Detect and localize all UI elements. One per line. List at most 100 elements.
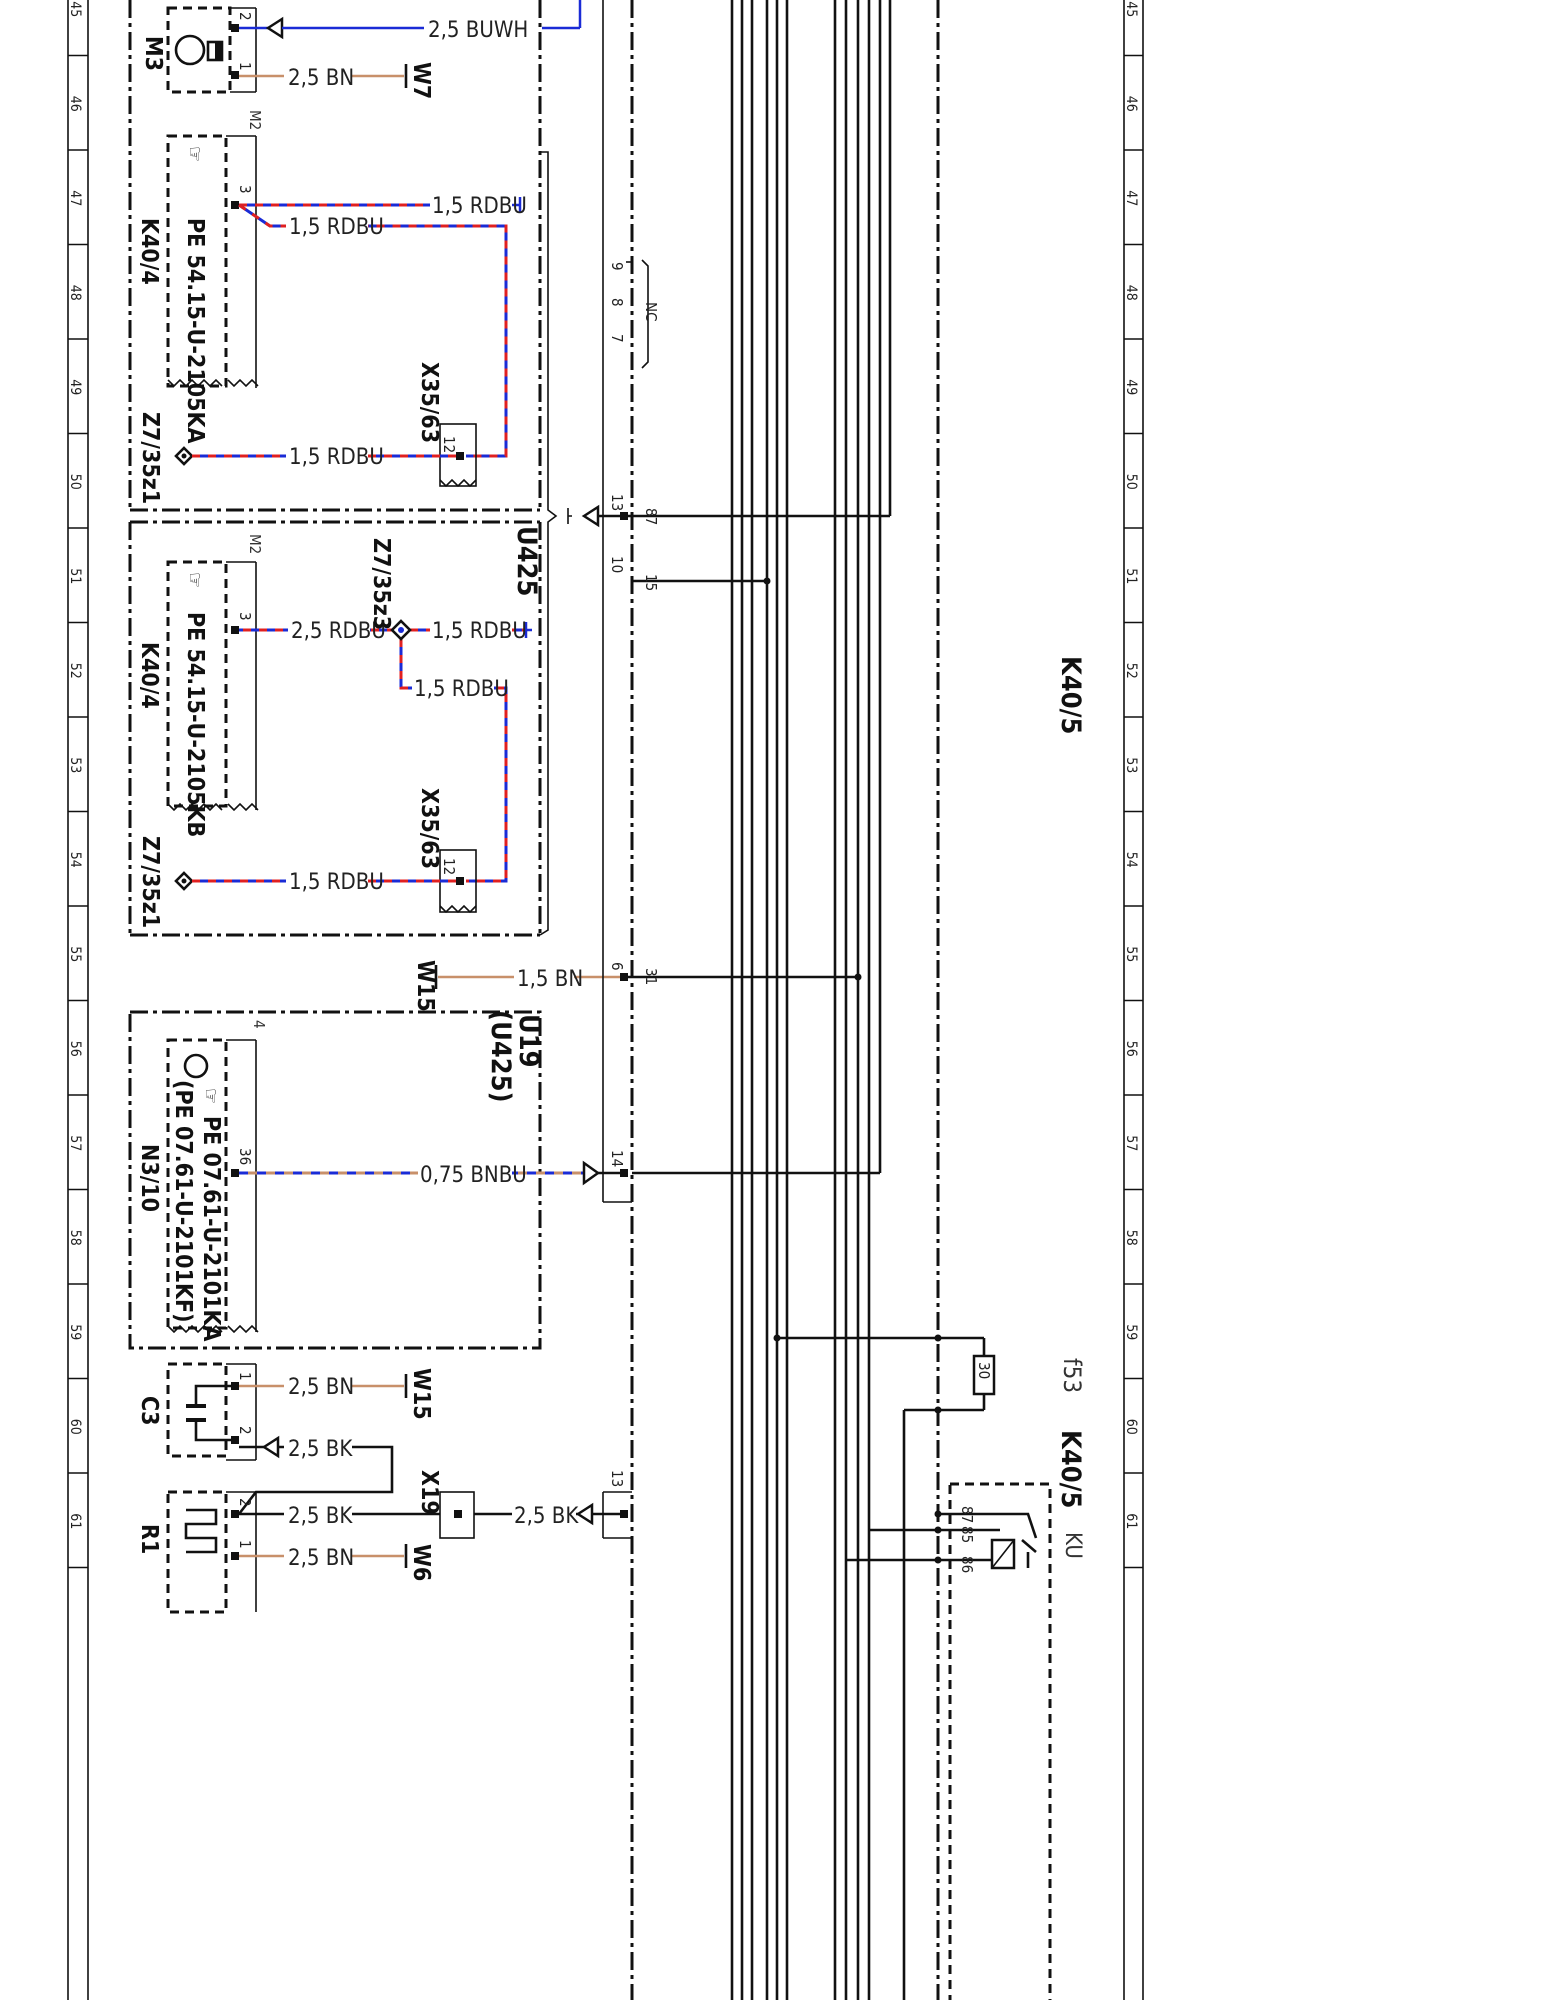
fuse-value: 30 (975, 1362, 993, 1379)
grid-row-number: 46 (67, 96, 83, 112)
wire-label-bn-c3: 2,5 BN (288, 1375, 354, 1400)
grid-row-number: 52 (67, 663, 83, 679)
pin-10: 10 (608, 556, 626, 573)
wire-label-rdbu-b: 1,5 RDBU (289, 215, 384, 240)
c3-capacitor (166, 1362, 257, 1461)
fuse-f53 (773, 1334, 996, 2000)
z7-35z3-label: Z7/35z3 (368, 538, 394, 630)
c3-label: C3 (136, 1396, 162, 1426)
grid-row-number: 55 (1123, 946, 1139, 962)
k40-4-top-label: K40/4 (136, 218, 162, 285)
grid-row-number: 50 (1123, 474, 1139, 490)
wire-label-rdbu-a: 1,5 RDBU (432, 194, 527, 219)
n3-10-pin-36: 36 (236, 1148, 254, 1165)
bus-lines (730, 0, 892, 2000)
f53-label: f53 (1058, 1358, 1086, 1393)
k40-5-bottom-label: K40/5 (1055, 1430, 1086, 1508)
k40-5-label: K40/5 (1055, 656, 1086, 734)
pin-9: 9 (608, 262, 626, 271)
grid-row-number: 51 (1123, 568, 1139, 584)
relay-pin-87: 87 (958, 1506, 976, 1523)
z7-35z1-top-label: Z7/35z1 (137, 412, 163, 504)
relay-pin-85: 85 (958, 1526, 976, 1543)
pin-6: 6 (608, 962, 626, 971)
wire-label-bn-w7: 2,5 BN (288, 66, 354, 91)
c3-pin-1: 1 (236, 1372, 254, 1381)
wire-bk-r1 (239, 1502, 440, 1526)
relay-pin-86: 86 (958, 1556, 976, 1573)
pointing-hand-icon: ☞ (183, 146, 207, 162)
m3-pin-2: 2 (236, 12, 254, 21)
wire-bn-w15 (434, 965, 622, 989)
x35-63-top-label: X35/63 (416, 362, 442, 443)
w7-label: W7 (408, 62, 434, 99)
grid-row-number: 59 (1123, 1324, 1139, 1340)
nc-label: NC (642, 302, 660, 322)
grid-ticks (68, 54, 1143, 1569)
wire-label-rdbu-c: 1,5 RDBU (289, 445, 384, 470)
wire-label-bk-r1: 2,5 BK (288, 1504, 353, 1529)
m3-pin-1: 1 (236, 62, 254, 71)
link-13-87 (567, 504, 890, 528)
z7-35z1-bottom-label: Z7/35z1 (137, 836, 163, 928)
wire-bn-c3 (239, 1374, 408, 1398)
k40-4-bottom-m2: M2 (246, 534, 264, 554)
n3-10-module (166, 1038, 259, 1334)
grid-row-number: 58 (67, 1230, 83, 1246)
connector-column (602, 0, 649, 2000)
r1-pin-1: 1 (236, 1540, 254, 1549)
pin-15: 15 (642, 574, 660, 591)
grid-row-number: 47 (1123, 190, 1139, 206)
m3-label: M3 (140, 36, 166, 71)
wire-label-rdbu-f: 1,5 RDBU (289, 870, 384, 895)
n3-10-pin-4: 4 (250, 1020, 268, 1029)
grid-row-number: 60 (67, 1419, 83, 1435)
grid-row-number: 54 (67, 852, 83, 868)
r1-pin-2: 2 (236, 1498, 254, 1507)
wire-label-bk-c3: 2,5 BK (288, 1437, 353, 1462)
wire-bk-x19 (474, 1502, 622, 1526)
u425-box-bottom (128, 520, 542, 937)
x19-connector (439, 1491, 475, 1539)
wire-label-bnbu: 0,75 BNBU (420, 1163, 527, 1188)
wire-bn-w7 (239, 64, 408, 88)
grid-row-number: 60 (1123, 1419, 1139, 1435)
link-13-bottom (602, 1491, 632, 1539)
grid-row-number: 48 (1123, 285, 1139, 301)
w15-bottom-label: W15 (408, 1368, 434, 1420)
u19-box (128, 1010, 542, 1350)
grid-row-number: 53 (67, 757, 83, 773)
grid-row-number: 51 (67, 568, 83, 584)
grid-row-number: 52 (1123, 663, 1139, 679)
pointing-hand-icon: ☞ (183, 572, 207, 588)
wire-rdbu-top (238, 193, 522, 458)
wire-buwh (239, 0, 582, 40)
grid-row-number: 54 (1123, 852, 1139, 868)
pin-7: 7 (608, 334, 626, 343)
c3-pin-2: 2 (236, 1426, 254, 1435)
wire-label-bn-r1: 2,5 BN (288, 1546, 354, 1571)
grid-row-number: 57 (67, 1135, 83, 1151)
m3-motor (166, 6, 257, 94)
pin-8: 8 (608, 298, 626, 307)
grid-row-number: 49 (1123, 379, 1139, 395)
grid-row-number: 61 (1123, 1513, 1139, 1529)
u19-paren-label: (U425) (485, 1010, 516, 1103)
grid-row-number: 58 (1123, 1230, 1139, 1246)
r1-resistor (166, 1490, 257, 1614)
k40-4-top-relay (166, 134, 259, 388)
u425-box-top (128, 0, 542, 512)
wire-bn-w6 (239, 1544, 408, 1568)
wire-label-bn-15: 1,5 BN (517, 967, 583, 992)
pin-13-bottom: 13 (608, 1470, 626, 1487)
grid-row-number: 56 (67, 1041, 83, 1057)
k40-4-top-ref: PE 54.15-U-2105KA (182, 218, 208, 444)
wire-label-rdbu-25: 2,5 RDBU (291, 619, 386, 644)
k40-4-top-pin-3: 3 (236, 185, 254, 194)
r1-label: R1 (136, 1524, 162, 1554)
pin-13: 13 (608, 494, 626, 511)
pin-87: 87 (642, 508, 660, 525)
